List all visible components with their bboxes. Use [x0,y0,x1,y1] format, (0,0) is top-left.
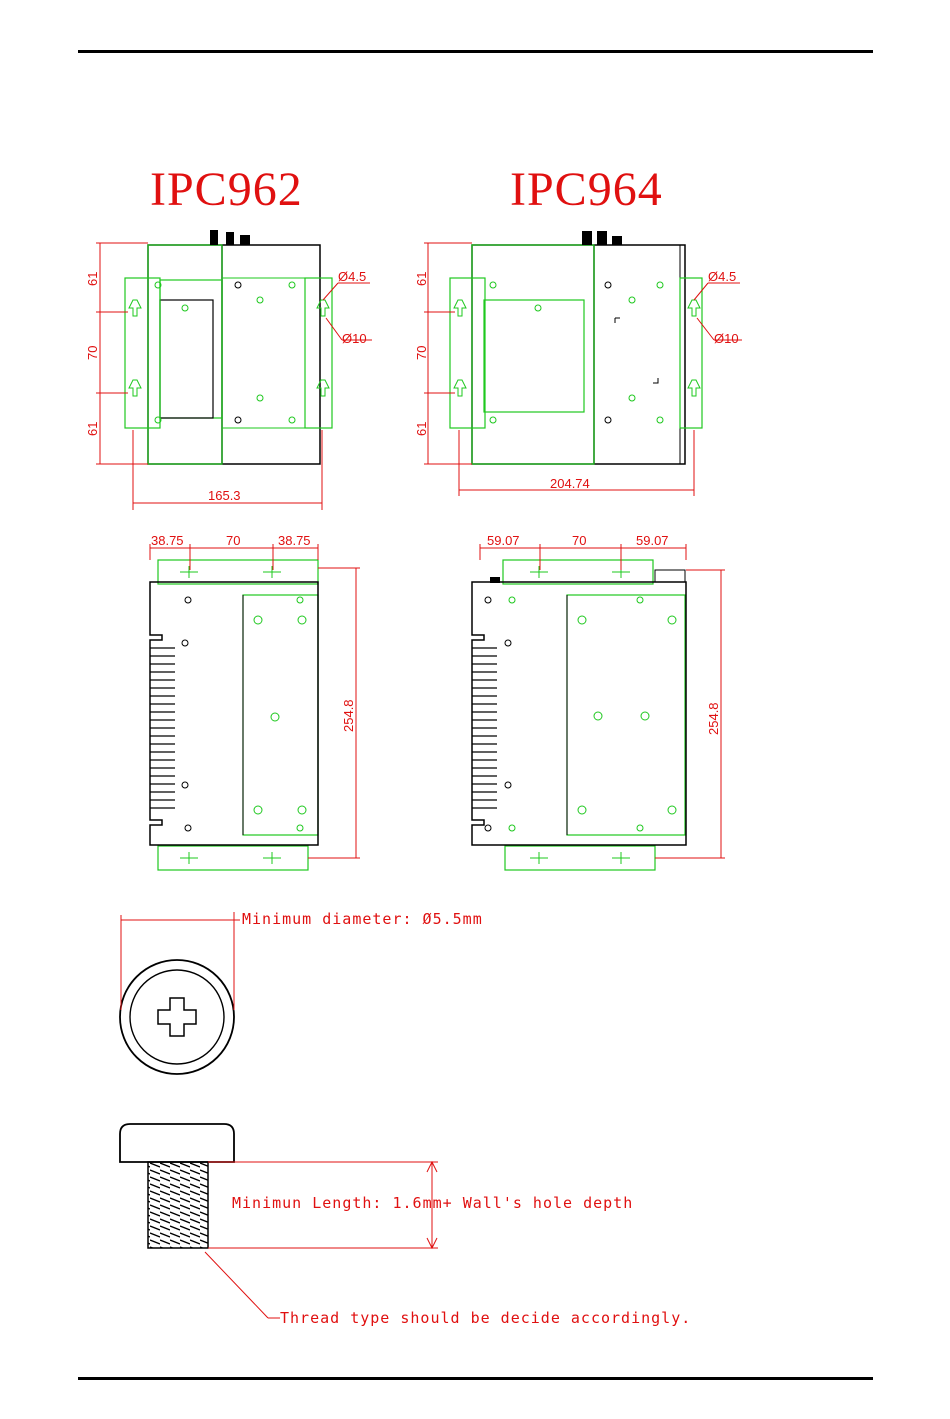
ipc964-side-view: 59.07 70 59.07 254.8 [472,533,725,870]
screw-thread-note: Thread type should be decide accordingly… [280,1309,691,1327]
ipc962-hole-large: Ø10 [342,331,367,346]
ipc962-side-dim-left: 38.75 [151,533,184,548]
ipc964-hole-large: Ø10 [714,331,739,346]
screw-diameter-note: Minimum diameter: Ø5.5mm [242,910,483,928]
ipc964-side-dim-right: 59.07 [636,533,669,548]
ipc962-front-dim-bottom: 61 [85,422,100,436]
ipc964-front-dim-top: 61 [414,272,429,286]
ipc962-front-dim-width: 165.3 [208,488,241,503]
ipc964-side-dim-height: 254.8 [706,702,721,735]
ipc962-side-dim-right: 38.75 [278,533,311,548]
ipc962-hole-small: Ø4.5 [338,269,366,284]
screw-side-view: Minimun Length: 1.6mm+ Wall's hole depth… [120,1124,691,1327]
ipc962-side-dim-height: 254.8 [341,699,356,732]
ipc962-side-view: 38.75 70 38.75 254.8 [150,533,360,870]
screw-length-note: Minimun Length: 1.6mm+ Wall's hole depth [232,1194,633,1212]
ipc964-front-dim-bottom: 61 [414,422,429,436]
ipc964-hole-small: Ø4.5 [708,269,736,284]
ipc962-front-dim-top: 61 [85,272,100,286]
ipc962-front-dim-middle: 70 [85,346,100,360]
screw-top-view: Minimum diameter: Ø5.5mm [120,910,483,1074]
ipc964-side-dim-left: 59.07 [487,533,520,548]
ipc964-front-dim-width: 204.74 [550,476,590,491]
ipc964-side-dim-middle: 70 [572,533,586,548]
ipc962-front-view: 61 70 61 165.3 Ø4.5 Ø10 [85,230,372,510]
ipc964-front-view: 61 70 61 204.74 Ø4.5 Ø10 [414,231,742,496]
ipc964-front-dim-middle: 70 [414,346,429,360]
ipc962-side-dim-middle: 70 [226,533,240,548]
